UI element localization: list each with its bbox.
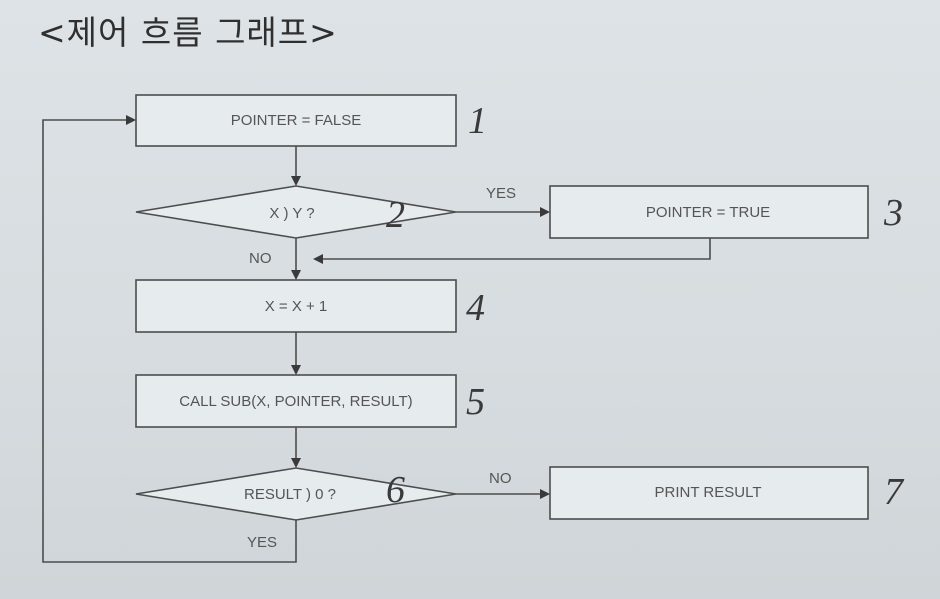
node-5-label: CALL SUB(X, POINTER, RESULT)	[179, 393, 412, 410]
node-7-number: 7	[884, 471, 905, 513]
node-4-number: 4	[466, 287, 485, 329]
node-5-box	[135, 374, 457, 428]
node-2-label: X ) Y ?	[269, 205, 314, 222]
edge-1-2-arrowhead	[291, 176, 301, 186]
node-3-number: 3	[883, 192, 903, 234]
edge-2-4-label: NO	[249, 250, 272, 267]
node-1-label: POINTER = FALSE	[231, 112, 361, 129]
node-2-number: 2	[386, 194, 405, 236]
edge-6-1-arrowhead	[126, 115, 136, 125]
edge-3-4	[323, 238, 711, 260]
edge-4-5-arrowhead	[291, 365, 301, 375]
edge-2-3-label: YES	[486, 185, 516, 202]
node-1-box	[135, 94, 457, 147]
node-6-label: RESULT ) 0 ?	[244, 486, 336, 503]
edge-2-4-arrowhead	[291, 270, 301, 280]
edge-6-1-loop	[42, 119, 297, 563]
node-3-box	[549, 185, 869, 239]
node-7-box	[549, 466, 869, 520]
edge-5-6-arrowhead	[291, 458, 301, 468]
edge-2-3-arrowhead	[540, 207, 550, 217]
node-1-number: 1	[468, 100, 487, 142]
edge-6-7-arrowhead	[540, 489, 550, 499]
diagram-title: <제어 흐름 그래프>	[38, 13, 338, 52]
edge-3-4-arrowhead	[313, 254, 323, 264]
node-6-number: 6	[386, 469, 405, 511]
node-7-label: PRINT RESULT	[655, 484, 762, 501]
edge-6-1-label: YES	[247, 534, 277, 551]
node-5-number: 5	[466, 381, 485, 423]
node-3-label: POINTER = TRUE	[646, 204, 770, 221]
edge-6-7-label: NO	[489, 470, 512, 487]
node-4-label: X = X + 1	[265, 298, 328, 315]
